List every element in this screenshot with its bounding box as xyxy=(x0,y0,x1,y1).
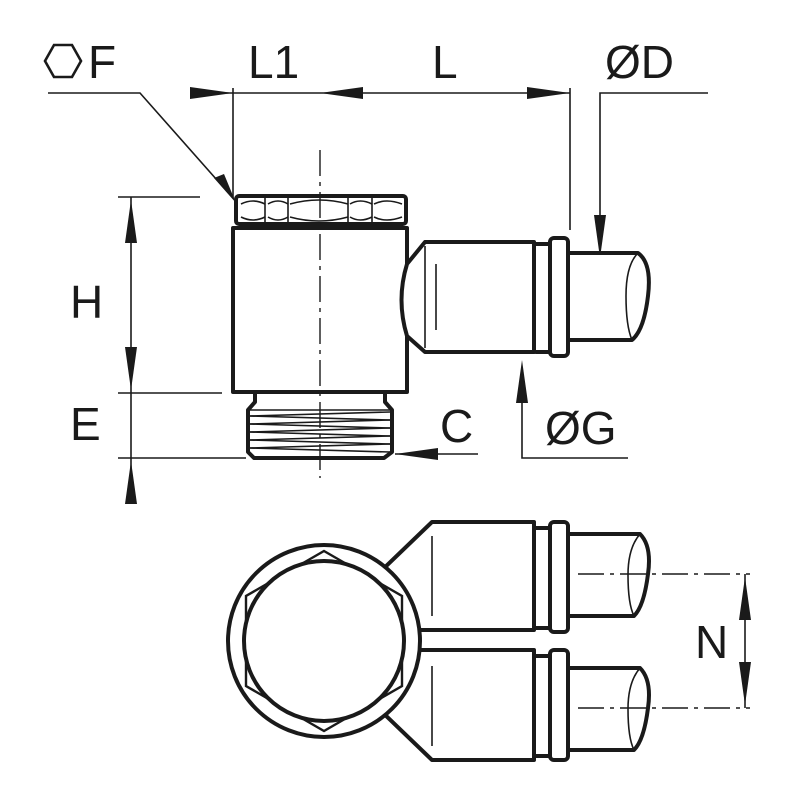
hexagon-icon xyxy=(43,43,83,79)
elbow-connector xyxy=(399,240,536,354)
dimension-g: ØG xyxy=(516,360,628,459)
hex-nut xyxy=(234,194,408,226)
side-view xyxy=(231,150,651,478)
hex-f-label-group: F xyxy=(43,36,116,88)
dimension-c: C xyxy=(395,400,478,460)
lower-tube xyxy=(566,666,651,752)
dim-label-h: H xyxy=(70,276,103,328)
dimension-h-e: H E xyxy=(70,196,246,504)
collet-cap xyxy=(548,236,570,358)
dim-label-c: C xyxy=(440,400,473,452)
dim-label-g: ØG xyxy=(545,402,617,454)
dimension-d: ØD xyxy=(594,36,708,258)
dim-label-n: N xyxy=(695,616,728,668)
dimension-l1-l: L1 L xyxy=(190,36,571,230)
dimension-n: N xyxy=(695,574,751,708)
dim-label-d: ØD xyxy=(605,36,674,88)
upper-tube xyxy=(566,532,651,618)
dim-label-f: F xyxy=(88,36,116,88)
inner-bore xyxy=(242,559,406,723)
dim-label-l1: L1 xyxy=(248,36,299,88)
hex-outline xyxy=(244,549,404,733)
dim-label-e: E xyxy=(70,398,101,450)
leader-f xyxy=(48,92,236,203)
top-view xyxy=(226,520,750,762)
tube xyxy=(566,251,651,342)
dim-label-l: L xyxy=(432,36,458,88)
